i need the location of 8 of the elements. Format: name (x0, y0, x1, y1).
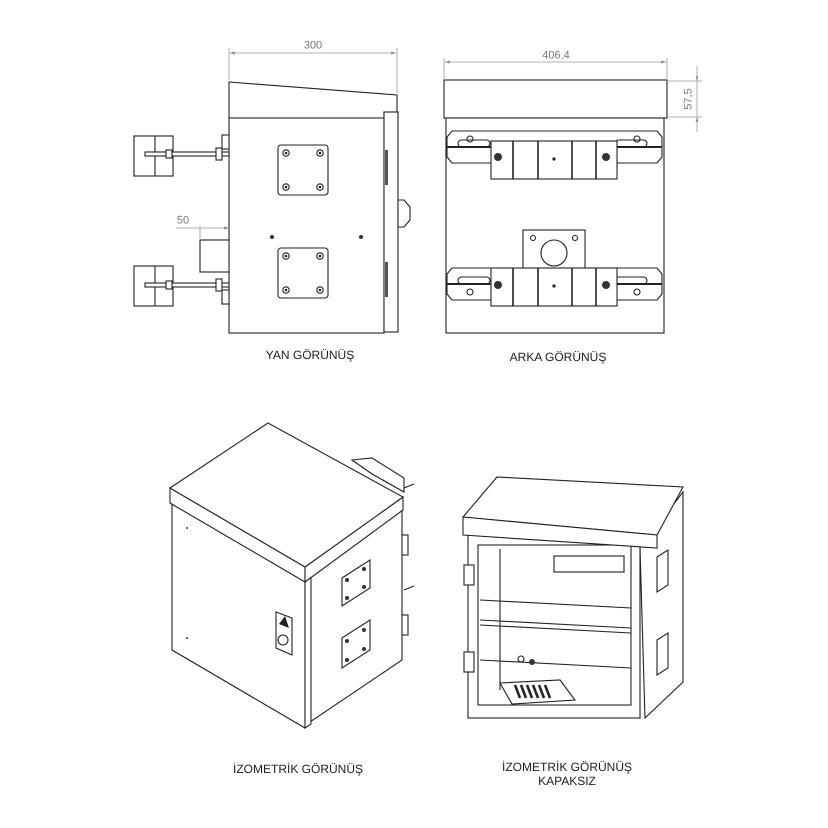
view-caption: ARKA GÖRÜNÜŞ (510, 351, 606, 365)
dimension-value: 300 (304, 40, 322, 52)
view-caption: İZOMETRİK GÖRÜNÜŞ (233, 763, 363, 777)
view-caption: YAN GÖRÜNÜŞ (266, 349, 354, 363)
dimension-value: 406,4 (542, 50, 570, 62)
dimension-value: 50 (176, 214, 190, 228)
view-caption: İZOMETRİK GÖRÜNÜŞ KAPAKSIZ (500, 761, 633, 789)
dimension-value: 57,5 (682, 88, 696, 110)
